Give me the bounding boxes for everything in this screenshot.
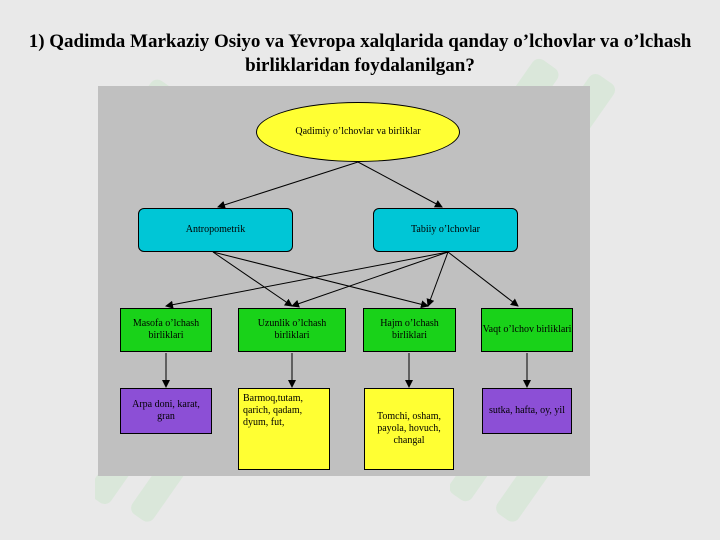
leaf-node-arpa: Arpa doni, karat, gran	[120, 388, 212, 434]
concept-diagram: Qadimiy o’lchovlar va birliklar Antropom…	[98, 86, 590, 476]
subcategory-node-hajm: Hajm o’lchash birliklari	[363, 308, 456, 352]
leaf-node-sutka: sutka, hafta, oy, yil	[482, 388, 572, 434]
leaf-node-tomchi: Tomchi, osham, payola, hovuch, changal	[364, 388, 454, 470]
root-node: Qadimiy o’lchovlar va birliklar	[256, 102, 460, 162]
leaf-node-barmoq: Barmoq,tutam, qarich, qadam, dyum, fut,	[238, 388, 330, 470]
subcategory-node-masofa: Masofa o’lchash birliklari	[120, 308, 212, 352]
connector-lines	[162, 161, 531, 388]
category-node-antropometrik: Antropometrik	[138, 208, 293, 252]
subcategory-node-vaqt: Vaqt o’lchov birliklari	[481, 308, 573, 352]
category-node-tabiiy: Tabiiy o’lchovlar	[373, 208, 518, 252]
question-title: 1) Qadimda Markaziy Osiyo va Yevropa xal…	[28, 31, 692, 76]
subcategory-node-uzunlik: Uzunlik o’lchash birliklari	[238, 308, 346, 352]
